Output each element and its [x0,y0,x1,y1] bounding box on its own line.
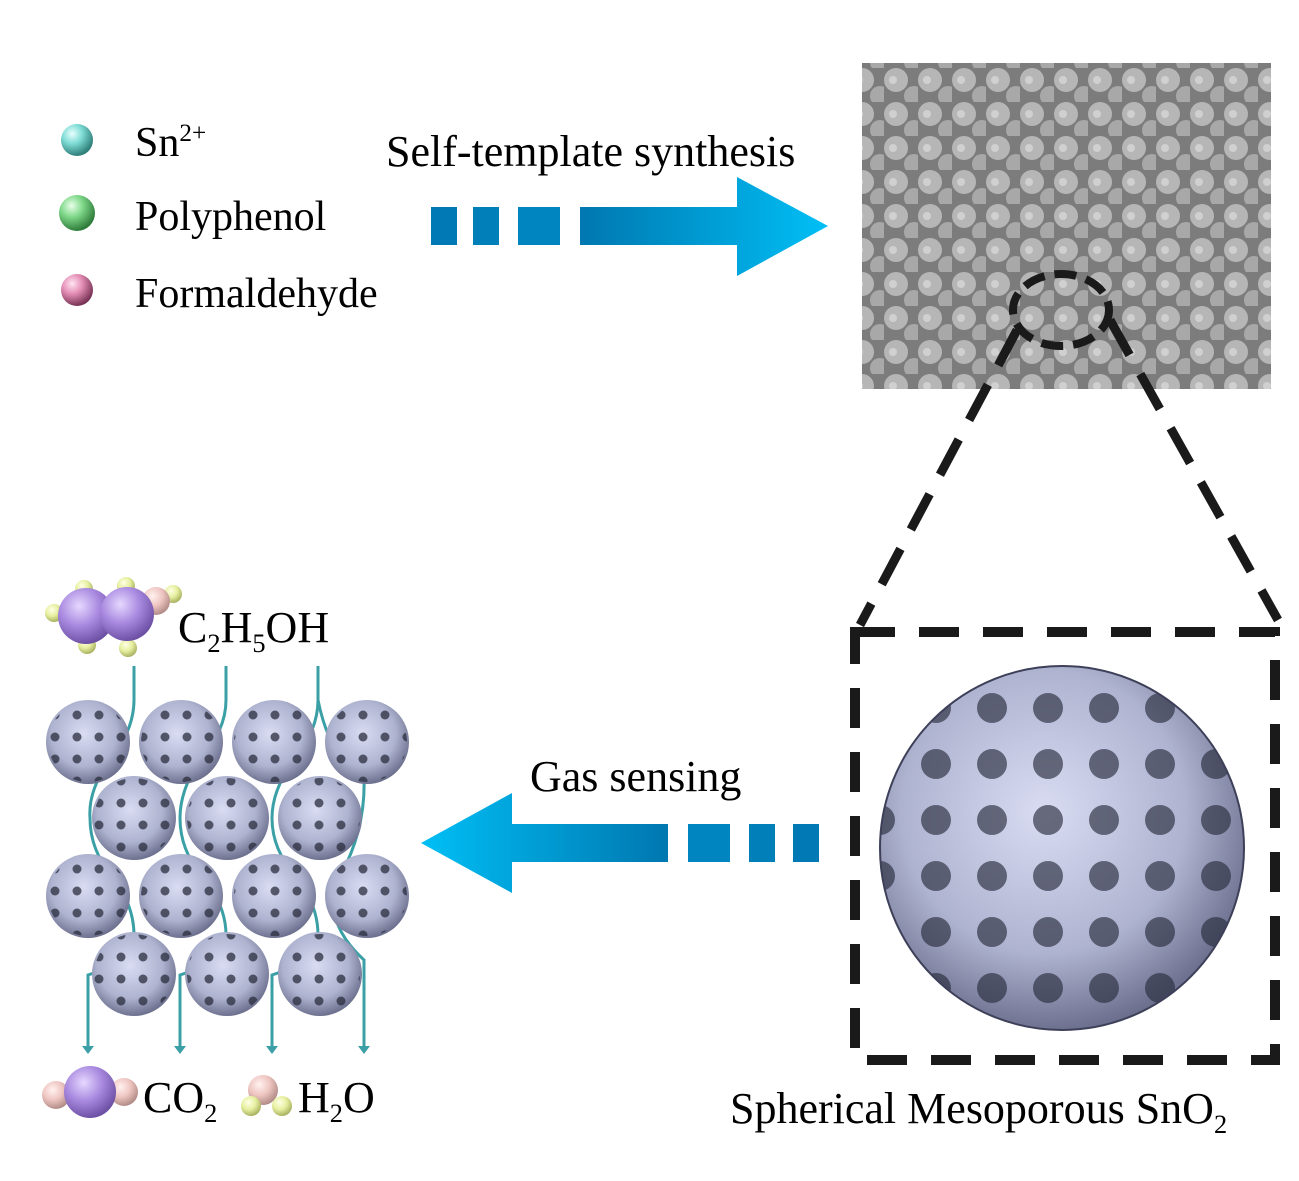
h2o-label-main: H [298,1073,330,1122]
product-label-sub: 2 [1213,1108,1228,1139]
magnified-view-frame [850,627,1280,1065]
h2o-label: H2O [298,1073,375,1126]
h2o-molecule-icon [241,1075,292,1116]
sn-ion-icon [61,124,93,156]
ethanol-part: C [178,603,208,652]
sphere-pores [141,702,221,782]
sphere-pores [327,702,407,782]
co2-label-sub: 2 [204,1097,218,1128]
legend-label-sn: Sn [135,120,180,166]
mesoporous-sphere-illustration [879,665,1245,1031]
sensor-sphere-stack [46,666,409,1054]
legend-sup-sn: 2+ [179,120,207,147]
sphere-pores [280,778,360,858]
flow-arrowhead [174,1046,186,1054]
ethanol-molecule-icon [45,577,182,657]
ethanol-sub: 2 [207,627,221,658]
ethanol-label: C2H5OH [178,603,330,656]
co2-label-main: CO [143,1073,205,1122]
sphere-pores [48,856,128,936]
sphere-pores [94,934,174,1014]
co2-label: CO2 [143,1073,217,1126]
legend-item-formaldehyde: Formaldehyde [135,271,378,317]
ethanol-part: H [220,603,253,652]
h2o-label-sub: 2 [329,1097,343,1128]
zoom-line-left [856,327,1021,628]
flow-arrowhead [266,1046,278,1054]
sphere-pores [48,702,128,782]
legend-item-polyphenol: Polyphenol [135,194,327,240]
sphere-pores [187,778,267,858]
sphere-pores [280,934,360,1014]
legend-item-sn: Sn2+ [135,120,207,166]
synthesis-arrow [431,177,828,276]
product-label: Spherical Mesoporous SnO2 [730,1084,1227,1137]
polyphenol-icon [59,195,95,231]
synthesis-step-label: Self-template synthesis [386,127,796,176]
sphere-pores [94,778,174,858]
gas-sensing-arrow [421,793,819,893]
product-label-main: Spherical Mesoporous SnO [730,1084,1214,1133]
sphere-pores [187,934,267,1014]
formaldehyde-icon [61,274,93,306]
sphere-pores [234,856,314,936]
flow-arrowhead [82,1046,94,1054]
h2o-label-tail: O [342,1073,375,1122]
ethanol-part: OH [265,603,330,652]
sphere-pores [141,856,221,936]
co2-molecule-icon [42,1066,138,1118]
flow-arrowhead [358,1046,370,1054]
sphere-pores [234,702,314,782]
sphere-pores [327,856,407,936]
magnified-region-outline [1009,270,1113,350]
zoom-line-right [1106,317,1282,623]
sem-image [862,63,1271,389]
gas-sensing-step-label: Gas sensing [530,752,742,801]
ethanol-sub: 5 [252,627,266,658]
